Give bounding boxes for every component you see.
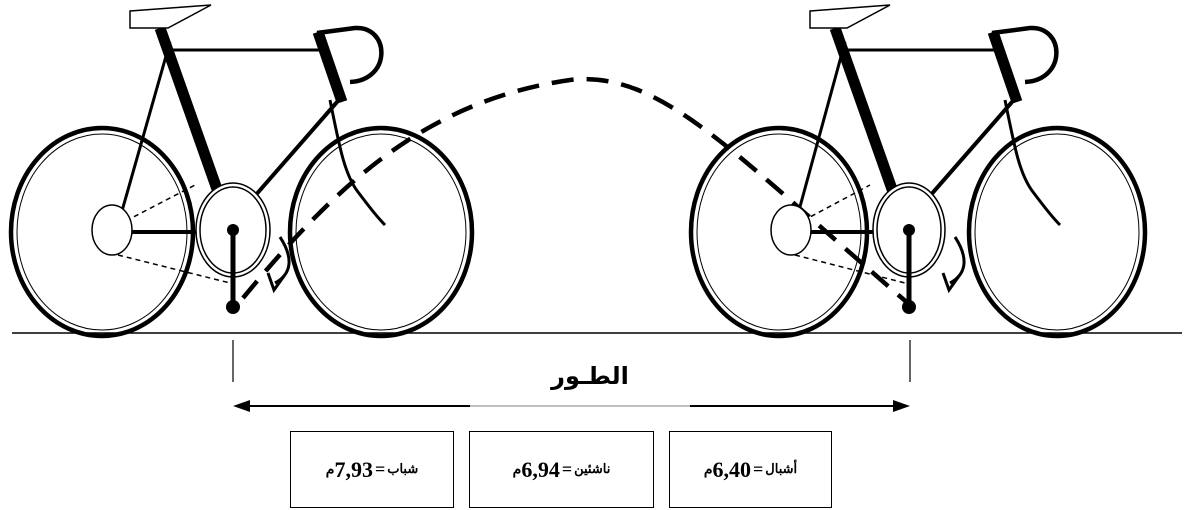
- unit-meter: م: [704, 462, 713, 478]
- equals-sign: =: [562, 459, 572, 480]
- category-name: أشبال: [765, 462, 797, 477]
- stride-label: الطـور: [545, 362, 635, 390]
- bicycle-right: [691, 5, 1145, 336]
- arrowhead-left: [233, 400, 250, 412]
- rear-hub-right: [771, 205, 811, 255]
- unit-meter: م: [513, 462, 522, 478]
- pedal-right: [902, 300, 916, 314]
- unit-meter: م: [326, 462, 335, 478]
- rear-hub-left: [92, 205, 132, 255]
- category-name: ناشئين: [574, 462, 610, 477]
- category-value: 6,40: [713, 457, 752, 483]
- arrowhead-right: [893, 400, 910, 412]
- category-value: 6,94: [521, 457, 560, 483]
- pedal-left: [226, 300, 240, 314]
- equals-sign: =: [375, 459, 385, 480]
- bicycle-left: [11, 5, 472, 336]
- equals-sign: =: [753, 459, 763, 480]
- category-name: شباب: [387, 462, 418, 477]
- pedal-trajectory-dashed: [243, 79, 910, 305]
- front-wheel-right: [969, 128, 1145, 336]
- rotation-arrow-right: [950, 237, 964, 283]
- category-value: 7,93: [334, 457, 373, 483]
